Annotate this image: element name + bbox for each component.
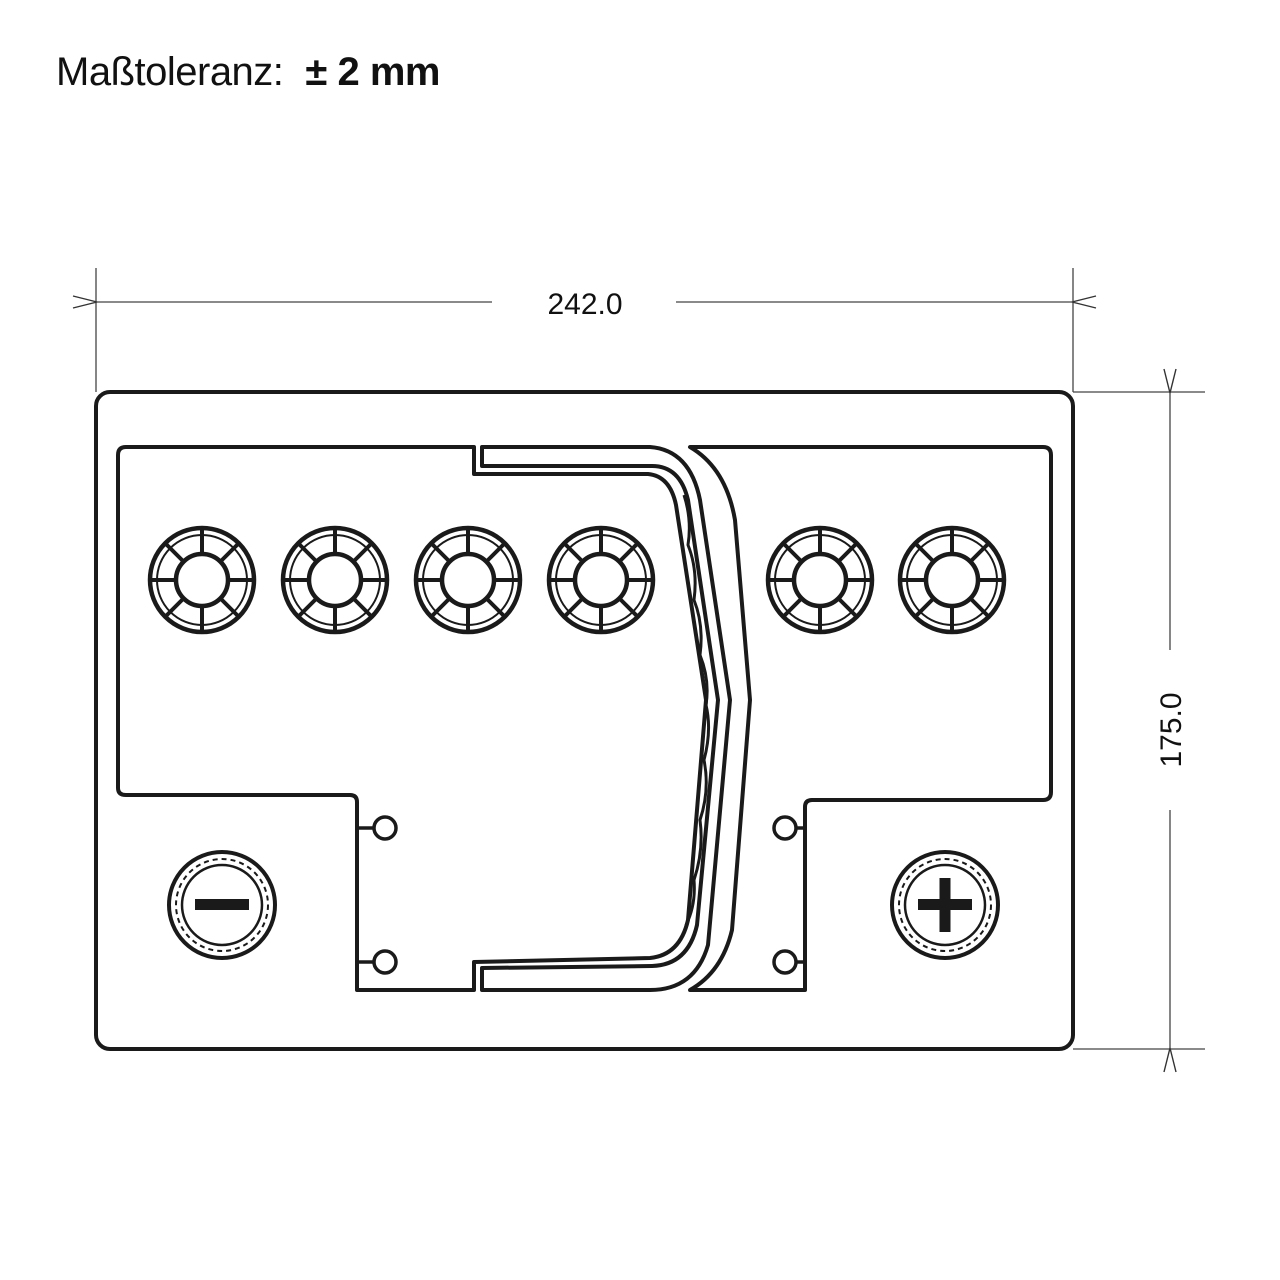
height-label: 175.0 [1155,692,1188,767]
tolerance-label: Maßtoleranz: [56,50,284,94]
cell-cap-2 [280,525,390,635]
cell-caps [147,525,1007,635]
minus-icon [195,899,249,910]
battery-outline [94,390,1075,1051]
negative-terminal [167,850,277,960]
handle-channel [480,445,732,992]
height-dimension [1073,368,1205,1073]
cell-cap-1 [147,525,257,635]
handle-wave [682,494,711,926]
cell-cap-3 [413,525,523,635]
width-label: 242.0 [547,288,622,321]
tolerance-value: ± 2 mm [305,50,440,94]
cell-cap-5 [765,525,875,635]
dimension-tolerance: Maßtoleranz: ± 2 mm [56,50,440,95]
cell-cap-6 [897,525,1007,635]
vent-notches [357,815,805,975]
cell-cap-4 [546,525,656,635]
width-dimension [72,268,1097,392]
right-lid-section [688,445,1053,992]
positive-terminal [890,850,1000,960]
left-lid-section [116,445,708,992]
plus-icon [918,878,972,932]
